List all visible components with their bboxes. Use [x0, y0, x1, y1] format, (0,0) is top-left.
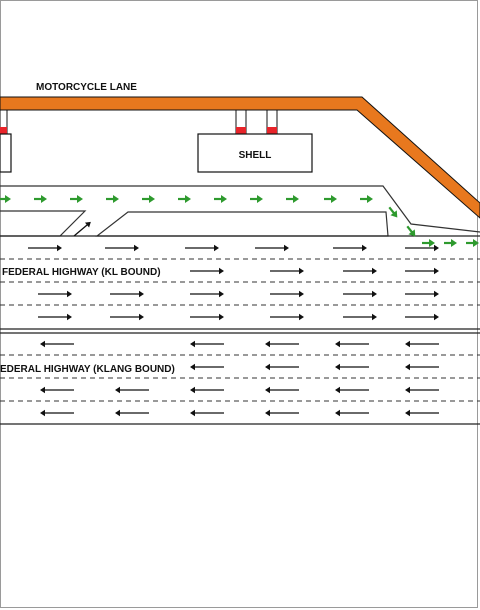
chevron-right-icon [388, 206, 398, 218]
klang-bound-arrows [40, 340, 439, 417]
service-road-island-right [95, 211, 389, 237]
arrow-left-icon [190, 340, 224, 348]
arrow-right-icon [343, 267, 377, 275]
arrow-left-icon [335, 409, 369, 417]
arrow-right-icon [110, 313, 144, 321]
arrow-left-icon [405, 340, 439, 348]
arrow-right-icon [405, 244, 439, 252]
arrow-right-icon [405, 313, 439, 321]
chevron-right-icon [422, 239, 435, 247]
chevron-right-icon [444, 239, 457, 247]
arrow-left-icon [40, 340, 74, 348]
chevron-right-icon [286, 195, 299, 203]
arrow-left-icon [335, 363, 369, 371]
arrow-left-icon [190, 386, 224, 394]
service-road-outer [0, 185, 480, 233]
arrow-left-icon [405, 386, 439, 394]
arrow-right-icon [105, 244, 139, 252]
arrow-left-icon [335, 340, 369, 348]
motorcycle-lane-connectors [0, 109, 278, 135]
chevron-right-icon [250, 195, 263, 203]
arrow-left-icon [265, 409, 299, 417]
arrow-right-icon [38, 313, 72, 321]
arrow-left-icon [190, 363, 224, 371]
arrow-left-icon [265, 340, 299, 348]
arrow-right-icon [343, 313, 377, 321]
chevron-right-icon [324, 195, 337, 203]
arrow-left-icon [335, 386, 369, 394]
kl-bound-label: FEDERAL HIGHWAY (KL BOUND) [2, 267, 161, 278]
building-left [0, 133, 12, 173]
arrow-right-icon [38, 290, 72, 298]
arrow-right-icon [28, 244, 62, 252]
arrow-left-icon [405, 363, 439, 371]
chevron-right-icon [70, 195, 83, 203]
arrow-right-icon [185, 244, 219, 252]
shell-station-label: SHELL [239, 150, 272, 161]
arrow-right-icon [333, 244, 367, 252]
arrow-up-right-icon [73, 221, 91, 237]
chevron-right-icon [0, 195, 11, 203]
arrow-left-icon [115, 409, 149, 417]
chevron-right-icon [214, 195, 227, 203]
arrow-right-icon [110, 290, 144, 298]
arrow-left-icon [265, 363, 299, 371]
arrow-left-icon [115, 386, 149, 394]
klang-bound-label: EDERAL HIGHWAY (KLANG BOUND) [0, 364, 175, 375]
arrow-right-icon [343, 290, 377, 298]
chevron-right-icon [360, 195, 373, 203]
green-flow-arrows [0, 195, 479, 247]
arrow-left-icon [40, 386, 74, 394]
chevron-right-icon [178, 195, 191, 203]
arrow-right-icon [190, 290, 224, 298]
kl-bound-arrows [28, 221, 439, 321]
arrow-right-icon [270, 290, 304, 298]
connector-red-shell-left [236, 127, 246, 134]
motorcycle-lane [0, 96, 480, 219]
connector-red-shell-right [267, 127, 277, 134]
lane-dividers [0, 258, 480, 402]
chevron-right-icon [106, 195, 119, 203]
shell-station [197, 133, 313, 173]
arrow-right-icon [190, 313, 224, 321]
arrow-left-icon [40, 409, 74, 417]
chevron-right-icon [406, 225, 416, 237]
arrow-right-icon [270, 313, 304, 321]
arrow-right-icon [255, 244, 289, 252]
chevron-right-icon [466, 239, 479, 247]
connector-red-left [0, 127, 7, 134]
chevron-right-icon [34, 195, 47, 203]
carriageway-edges [0, 235, 480, 425]
motorcycle-lane-label: MOTORCYCLE LANE [36, 82, 137, 93]
arrow-left-icon [405, 409, 439, 417]
arrow-left-icon [265, 386, 299, 394]
arrow-right-icon [190, 267, 224, 275]
arrow-right-icon [405, 290, 439, 298]
arrow-right-icon [405, 267, 439, 275]
arrow-right-icon [270, 267, 304, 275]
service-road-island-left [0, 210, 87, 237]
chevron-right-icon [142, 195, 155, 203]
arrow-left-icon [190, 409, 224, 417]
